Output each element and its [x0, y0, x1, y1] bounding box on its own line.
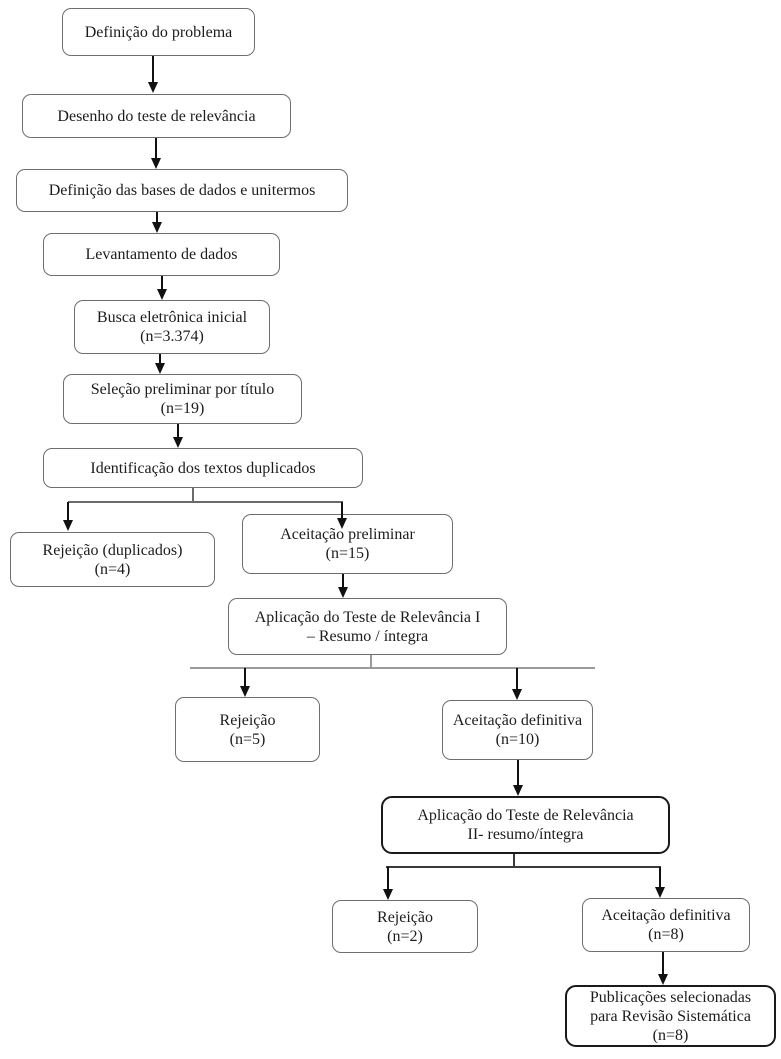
node-identificacao-textos-duplicados: Identificação dos textos duplicados — [43, 448, 363, 488]
arrow-head-icon — [62, 520, 73, 531]
node-aceitacao-definitiva-2: Aceitação definitiva (n=8) — [582, 898, 750, 952]
arrow-head-icon — [511, 689, 522, 700]
node-label: Busca eletrônica inicial — [96, 309, 248, 326]
branch3-stem — [513, 854, 515, 867]
arrow-head-icon — [154, 363, 165, 374]
node-busca-eletronica-inicial: Busca eletrônica inicial (n=3.374) — [74, 300, 270, 354]
arrow-head-icon — [512, 785, 523, 796]
arrow-shaft — [387, 867, 389, 890]
branch2-connector — [190, 667, 595, 669]
branch3-connector — [386, 866, 661, 868]
node-label: Identificação dos textos duplicados — [90, 459, 316, 477]
arrow-head-icon — [172, 437, 183, 448]
node-publicacoes-selecionadas: Publicações selecionadas para Revisão Si… — [565, 985, 776, 1047]
node-label: para Revisão Sistemática — [590, 1007, 751, 1025]
node-levantamento-de-dados: Levantamento de dados — [43, 233, 280, 276]
node-aceitacao-definitiva-1: Aceitação definitiva (n=10) — [442, 700, 593, 760]
branch1-connector — [68, 501, 343, 503]
node-rejeicao-duplicados: Rejeição (duplicados) (n=4) — [10, 532, 215, 587]
node-sublabel: – Resumo / íntegra — [306, 627, 429, 645]
node-label: Definição do problema — [84, 23, 233, 41]
node-count: (n=2) — [387, 927, 423, 945]
node-count: (n=8) — [648, 926, 684, 943]
node-rejeicao-teste-2: Rejeição (n=2) — [332, 900, 478, 953]
arrow-shaft — [341, 502, 343, 519]
arrow-shaft — [516, 668, 518, 690]
node-count: (n=8) — [652, 1026, 689, 1044]
arrow-head-icon — [239, 686, 250, 697]
arrow-head-icon — [382, 889, 393, 900]
node-rejeicao-teste-1: Rejeição (n=5) — [175, 697, 320, 762]
arrow-shaft — [662, 952, 664, 975]
arrow-head-icon — [337, 587, 348, 598]
node-desenho-do-teste-de-relevancia: Desenho do teste de relevância — [22, 94, 291, 138]
arrow-head-icon — [654, 887, 665, 898]
node-count: (n=10) — [495, 731, 540, 748]
node-count: (n=4) — [94, 560, 131, 578]
node-definicao-das-bases: Definição das bases de dados e unitermos — [16, 169, 348, 212]
node-label: Aceitação preliminar — [280, 526, 415, 543]
branch2-stem — [370, 655, 372, 668]
node-label: Aceitação definitiva — [601, 907, 731, 924]
arrow-shaft — [244, 668, 246, 687]
node-count: (n=19) — [160, 400, 205, 417]
node-selecao-preliminar-por-titulo: Seleção preliminar por título (n=19) — [63, 374, 302, 424]
node-aceitacao-preliminar: Aceitação preliminar (n=15) — [242, 514, 453, 574]
arrow-shaft — [159, 354, 161, 364]
arrow-head-icon — [336, 518, 347, 529]
arrow-shaft — [517, 760, 519, 786]
node-label: Aplicação do Teste de Relevância I — [254, 608, 481, 626]
node-label: Levantamento de dados — [85, 246, 238, 263]
node-label: Aplicação do Teste de Relevância — [417, 807, 634, 824]
arrow-shaft — [342, 574, 344, 588]
arrow-shaft — [152, 56, 154, 83]
node-count: (n=5) — [229, 730, 266, 748]
node-aplicacao-teste-relevancia-2: Aplicação do Teste de Relevância II- res… — [381, 796, 670, 854]
arrow-shaft — [155, 138, 157, 159]
node-count: (n=15) — [325, 545, 370, 562]
node-sublabel: II- resumo/íntegra — [467, 826, 584, 843]
arrow-shaft — [161, 276, 163, 290]
arrow-head-icon — [151, 222, 162, 233]
node-count: (n=3.374) — [140, 328, 204, 345]
arrow-shaft — [659, 867, 661, 888]
node-label: Publicações selecionadas — [589, 988, 752, 1006]
arrow-head-icon — [150, 158, 161, 169]
node-label: Rejeição (duplicados) — [42, 541, 183, 559]
arrow-head-icon — [156, 289, 167, 300]
node-label: Rejeição — [377, 908, 433, 926]
arrow-shaft — [156, 212, 158, 223]
node-label: Rejeição — [219, 711, 276, 729]
node-label: Desenho do teste de relevância — [57, 107, 256, 125]
arrow-shaft — [177, 424, 179, 438]
node-label: Seleção preliminar por título — [90, 381, 275, 398]
node-definicao-do-problema: Definição do problema — [62, 8, 255, 56]
node-aplicacao-teste-relevancia-1: Aplicação do Teste de Relevância I – Res… — [228, 598, 507, 655]
node-label: Aceitação definitiva — [452, 712, 583, 729]
arrow-head-icon — [147, 82, 158, 93]
arrow-head-icon — [657, 974, 668, 985]
branch1-stem — [192, 488, 194, 502]
node-label: Definição das bases de dados e unitermos — [48, 182, 316, 199]
arrow-shaft — [67, 502, 69, 521]
